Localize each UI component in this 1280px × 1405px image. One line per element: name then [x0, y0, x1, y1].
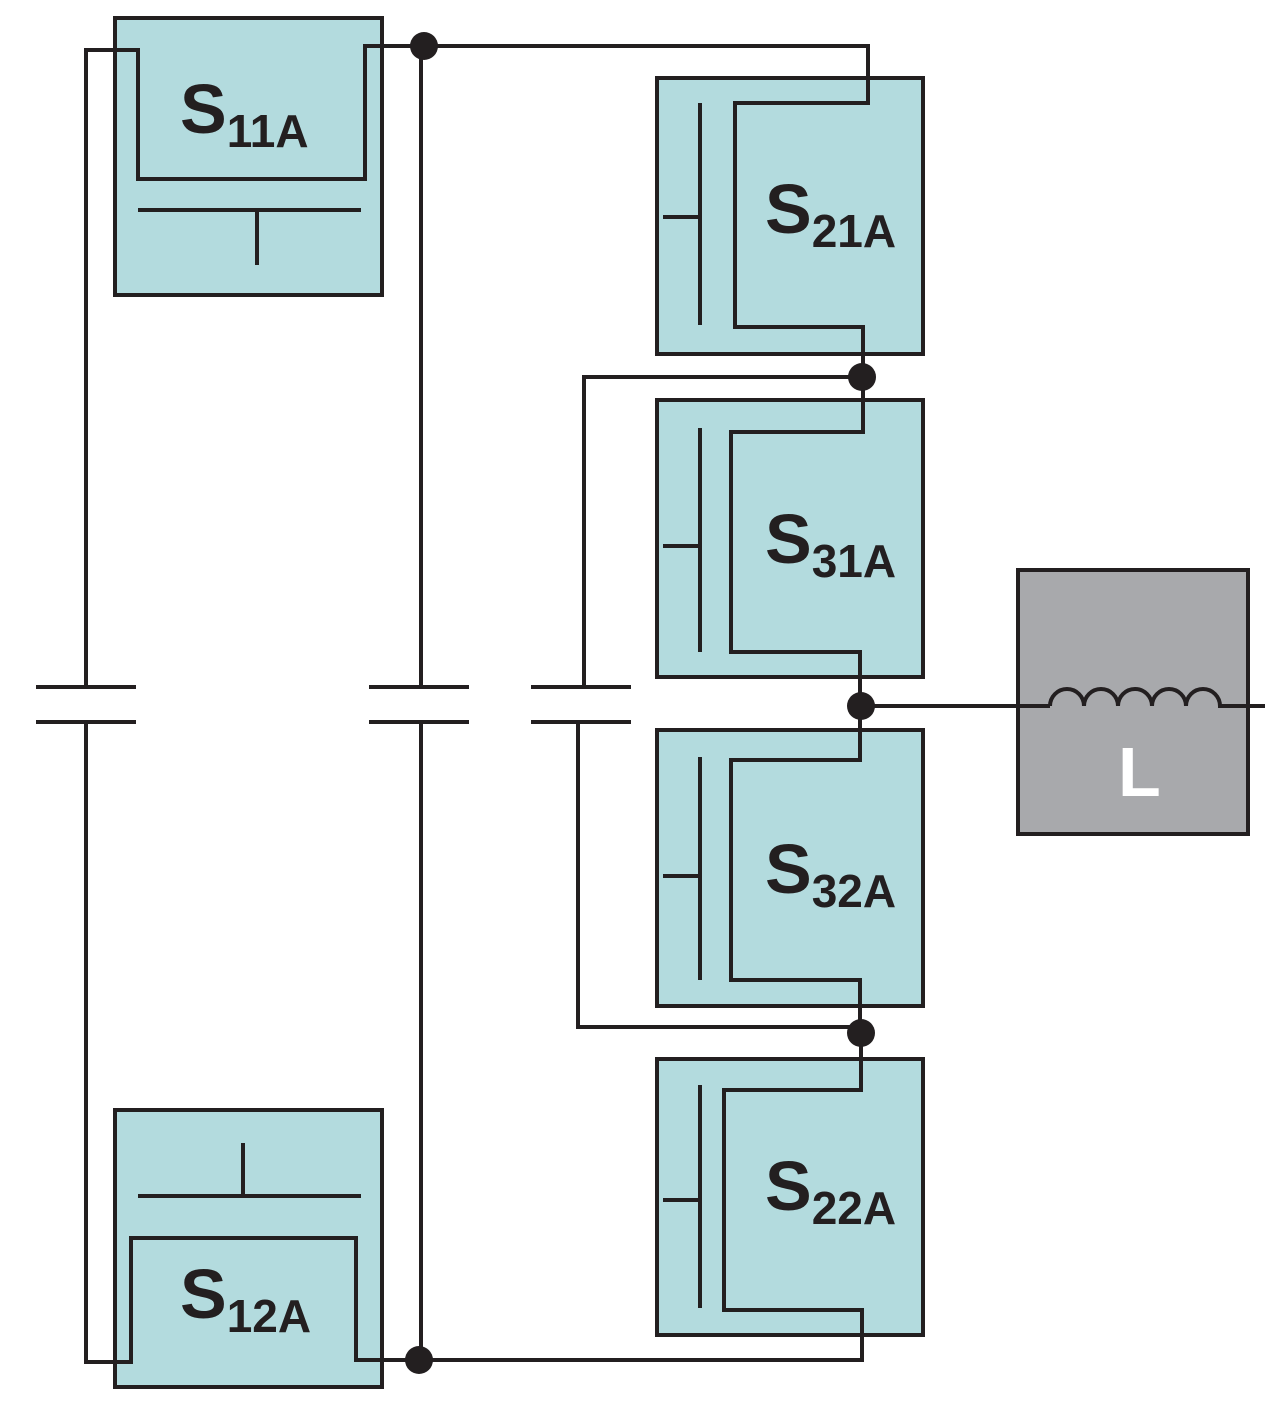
label-s32a: S32A	[765, 830, 896, 917]
switch-s12a-box	[113, 1108, 384, 1389]
capacitors	[36, 685, 631, 724]
switch-s11a-box	[113, 16, 384, 297]
label-s12a: S12A	[180, 1255, 311, 1342]
junction-bottom	[405, 1346, 433, 1374]
wire-flying-cap-bottom	[576, 722, 861, 1029]
wires	[84, 44, 1265, 1364]
junction-top	[410, 32, 438, 60]
wire-bottom-rail	[419, 1033, 864, 1362]
label-s11a: S11A	[180, 70, 309, 157]
inductor-box	[1016, 568, 1250, 836]
label-inductor: L	[1118, 733, 1161, 811]
wire-s32a	[729, 706, 862, 1033]
capacitor-c3-plates	[531, 685, 631, 724]
wire-top-rail	[425, 44, 870, 376]
label-s21a: S21A	[765, 170, 896, 257]
capacitor-c1-plates	[36, 685, 136, 724]
wire-s31a	[729, 376, 865, 706]
label-s22a: S22A	[765, 1147, 896, 1234]
junction-output	[847, 692, 875, 720]
label-s31a: S31A	[765, 500, 896, 587]
wire-s12a-outer	[84, 722, 419, 1364]
capacitor-c2-plates	[369, 685, 469, 724]
wire-flying-cap-top	[582, 375, 862, 687]
inductor-coil	[1048, 687, 1265, 708]
junction-flying-top	[848, 363, 876, 391]
wire-s11a-outer	[84, 44, 425, 687]
junction-flying-bottom	[847, 1019, 875, 1047]
